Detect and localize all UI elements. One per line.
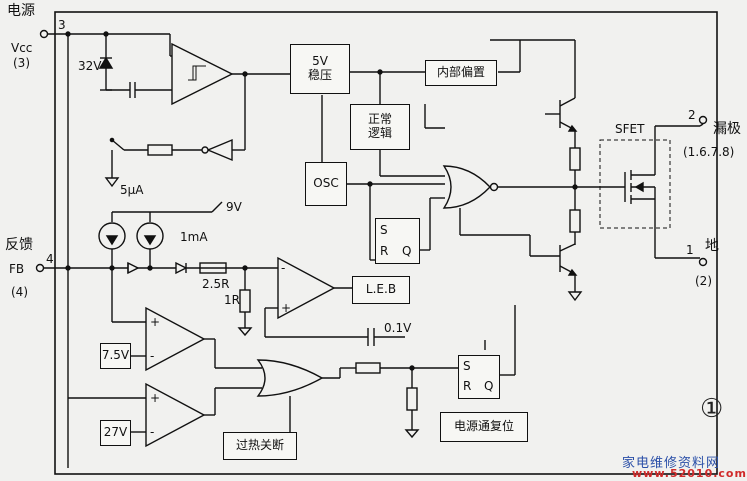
fb-pin-name: 反馈 [5, 237, 33, 253]
ground-pin-name: 地 [705, 238, 719, 254]
fb-terminal [35, 263, 45, 273]
latch2-s-label: S [463, 359, 471, 373]
latch2-q-label: Q [484, 379, 494, 393]
drain-pin-index: 2 [688, 108, 696, 122]
leb-comparator [277, 256, 336, 320]
vcc-pin-name: 电源 [7, 3, 35, 19]
drain-pin-name: 漏极 [713, 121, 741, 137]
vcc-terminal [39, 29, 49, 39]
latch2-r-label: R [463, 379, 472, 393]
latch-r-label: R [380, 244, 389, 258]
resistor [569, 147, 581, 171]
or-gate [256, 359, 324, 397]
site-brand-text: 家电维修资料网 [622, 456, 721, 471]
comparator-7-5v [145, 306, 206, 372]
ref-7-5v-block: 7.5V [100, 343, 131, 369]
resistor [569, 209, 581, 233]
ground-terminal [698, 257, 708, 267]
nor-gate [442, 165, 491, 209]
resistor [147, 144, 173, 156]
resistor-2-5r [199, 262, 227, 274]
thermal-shutdown-block: 过热关断 [223, 432, 297, 460]
fb-pin-symbol: FB [9, 262, 25, 276]
ground-pin-number: (2) [695, 274, 712, 288]
resistor-1r [239, 289, 251, 313]
schmitt-comparator [171, 42, 234, 106]
sr-latch-lower [458, 355, 500, 399]
voltage-0-1v-label: 0.1V [384, 321, 412, 335]
drain-pin-number: (1.6.7.8) [683, 145, 735, 159]
ref-27v-block: 27V [100, 420, 131, 446]
normal-logic-block: 正常 逻辑 [350, 104, 410, 150]
resistor-1r-label: 1R [224, 293, 240, 307]
comp1-minus-sign: - [150, 349, 155, 363]
resistor [406, 387, 418, 411]
leb-plus-sign: + [281, 301, 292, 315]
drain-terminal [698, 115, 708, 125]
current-5ua-label: 5μA [120, 183, 144, 197]
resistor [355, 362, 381, 374]
oscillator-block: OSC [305, 162, 347, 206]
sfet-outline [599, 139, 671, 229]
vcc-pin-index: 3 [58, 18, 66, 32]
vcc-pin-number: (3) [13, 56, 30, 70]
voltage-9v-label: 9V [226, 200, 242, 214]
comp1-plus-sign: + [150, 315, 161, 329]
current-1ma-label: 1mA [180, 230, 208, 244]
ic-boundary [54, 11, 718, 475]
resistor-2-5r-label: 2.5R [202, 277, 230, 291]
ground-pin-index: 1 [686, 243, 694, 257]
fb-pin-index: 4 [46, 252, 54, 266]
site-url-text: www.52010.com [632, 467, 747, 480]
leb-block: L.E.B [352, 276, 410, 304]
figure-number: ① [700, 394, 724, 424]
zener-voltage-label: 32V [78, 59, 102, 73]
leb-minus-sign: - [281, 261, 286, 275]
power-on-reset-block: 电源通复位 [440, 412, 528, 442]
comp2-plus-sign: + [150, 391, 161, 405]
sr-latch-upper [375, 218, 420, 264]
latch-s-label: S [380, 223, 388, 237]
regulator-5v-block: 5V 稳压 [290, 44, 350, 94]
latch-q-label: Q [402, 244, 412, 258]
internal-bias-block: 内部偏置 [425, 60, 497, 86]
sfet-label: SFET [615, 122, 645, 136]
vcc-pin-symbol: Vcc [11, 41, 33, 55]
fb-pin-number: (4) [11, 285, 28, 299]
comparator-27v [145, 382, 206, 448]
comp2-minus-sign: - [150, 425, 155, 439]
inverter [206, 138, 233, 162]
